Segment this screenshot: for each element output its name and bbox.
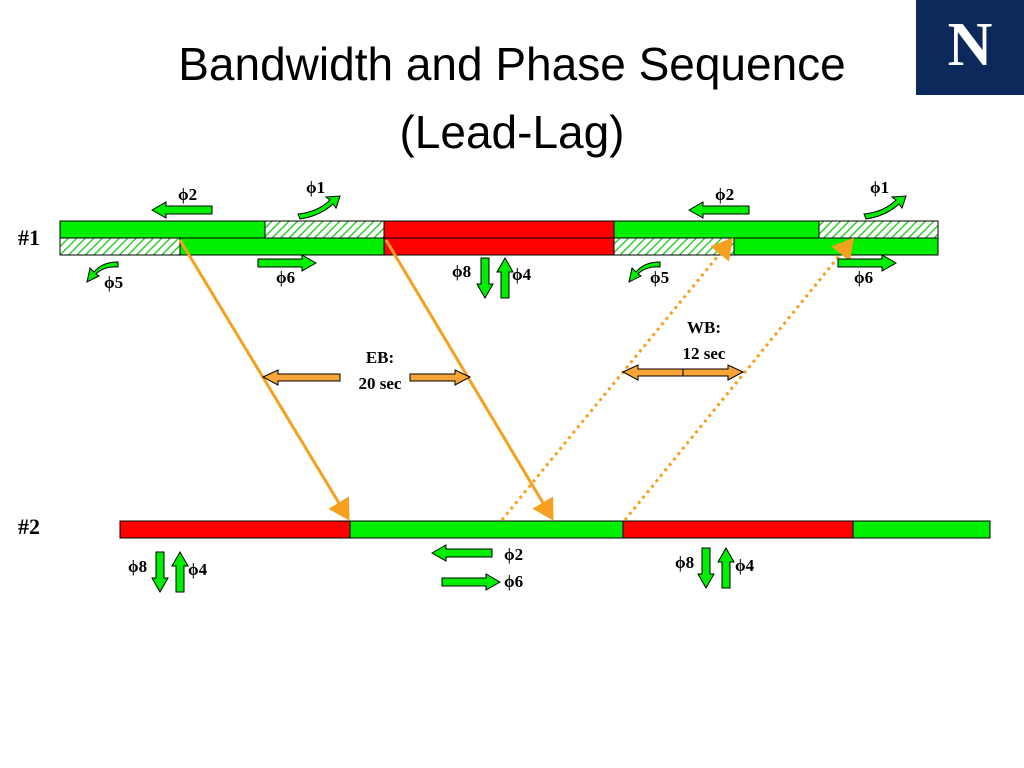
phase-6-label-c: ϕ6 bbox=[504, 572, 523, 591]
wb-label-line1: WB: bbox=[687, 318, 721, 337]
int1-top-hatch-b bbox=[818, 220, 939, 239]
phase-2-label-a: ϕ2 bbox=[178, 185, 197, 204]
phase-1-turn-arrow-icon bbox=[297, 195, 341, 220]
phase-8-down-arrow-icon-d bbox=[697, 547, 715, 590]
int1-bottom-hatch-a bbox=[59, 237, 181, 256]
phase-8-down-arrow-icon-c bbox=[151, 551, 169, 594]
phase-4-label-c: ϕ4 bbox=[188, 560, 208, 579]
int2-red-b bbox=[622, 520, 854, 539]
title-line-2: (Lead-Lag) bbox=[399, 106, 625, 158]
phase-6-label-a: ϕ6 bbox=[276, 268, 295, 287]
int1-top-green-a bbox=[59, 220, 266, 239]
phase-1-turn-arrow-icon-b bbox=[863, 195, 907, 220]
int1-bottom-green-a bbox=[179, 237, 385, 256]
phase-8-label-d: ϕ8 bbox=[675, 553, 694, 572]
phase-2-left-arrow-icon bbox=[150, 201, 213, 219]
phase-2-label-b: ϕ2 bbox=[715, 185, 734, 204]
int1-bottom-hatch-b bbox=[613, 237, 735, 256]
university-logo: N bbox=[916, 0, 1024, 95]
phase-6-label-b: ϕ6 bbox=[854, 268, 873, 287]
phase-4-up-arrow-icon bbox=[496, 256, 514, 299]
int1-top-green-b bbox=[613, 220, 820, 239]
int2-red-a bbox=[119, 520, 351, 539]
eb-label-line1: EB: bbox=[366, 348, 394, 367]
intersection-2-timeline bbox=[119, 520, 991, 539]
phase-5-label-b: ϕ5 bbox=[650, 268, 669, 287]
phase-5-label-a: ϕ5 bbox=[104, 273, 123, 292]
phase-8-down-arrow-icon bbox=[476, 257, 494, 300]
eb-band-line-end bbox=[384, 239, 554, 521]
phase-4-label-d: ϕ4 bbox=[735, 556, 755, 575]
phase-2-left-arrow-icon-c bbox=[430, 544, 493, 562]
phase-6-right-arrow-icon-b bbox=[837, 254, 898, 272]
eb-band-line-start bbox=[178, 239, 350, 521]
phase-4-label-a: ϕ4 bbox=[512, 265, 532, 284]
logo-letter: N bbox=[947, 11, 993, 79]
phase-8-label-c: ϕ8 bbox=[128, 557, 147, 576]
phase-2-label-c: ϕ2 bbox=[504, 545, 523, 564]
phase-2-left-arrow-icon-b bbox=[687, 201, 750, 219]
int1-top-hatch-a bbox=[264, 220, 385, 239]
phase-1-label-a: ϕ1 bbox=[306, 178, 325, 197]
phase-4-up-arrow-icon-c bbox=[171, 550, 189, 593]
phase-5-turn-arrow-icon bbox=[86, 261, 119, 283]
int2-green-a bbox=[349, 520, 624, 539]
wb-width-arrow bbox=[621, 364, 745, 381]
eb-width-arrow bbox=[261, 369, 472, 386]
phase-6-right-arrow-icon-c bbox=[441, 573, 502, 591]
eb-label-line2: 20 sec bbox=[359, 374, 402, 393]
phase-5-turn-arrow-icon-b bbox=[628, 261, 661, 283]
title-line-1: Bandwidth and Phase Sequence bbox=[178, 38, 846, 90]
intersection-1-label: #1 bbox=[18, 225, 40, 250]
int1-bottom-green-b bbox=[733, 237, 939, 256]
wb-band-line-start bbox=[500, 237, 733, 521]
phase-1-label-b: ϕ1 bbox=[870, 178, 889, 197]
phase-4-up-arrow-icon-d bbox=[717, 546, 735, 589]
int1-bottom-red-a bbox=[383, 237, 615, 256]
int1-top-red-a bbox=[383, 220, 615, 239]
wb-label-line2: 12 sec bbox=[683, 344, 726, 363]
intersection-2-label: #2 bbox=[18, 514, 40, 539]
phase-8-label-a: ϕ8 bbox=[452, 262, 471, 281]
intersection-1-timeline bbox=[59, 220, 939, 256]
phase-6-right-arrow-icon bbox=[257, 254, 318, 272]
int2-green-b bbox=[852, 520, 991, 539]
